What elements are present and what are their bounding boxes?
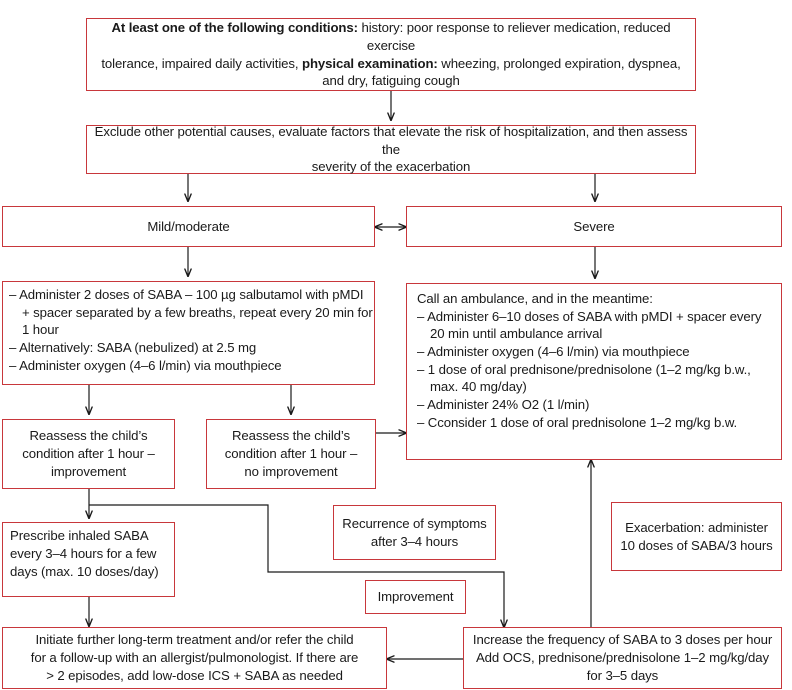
severe-treatment-box: Call an ambulance, and in the meantime: … xyxy=(406,283,782,460)
prescribe-line: every 3–4 hours for a few xyxy=(10,546,157,562)
exacerbation-line: Exacerbation: administer xyxy=(625,519,768,535)
mild-treatment-line: – Administer oxygen (4–6 l/min) via mout… xyxy=(9,357,282,373)
mild-moderate-box: Mild/moderate xyxy=(2,206,375,247)
initiate-box: Initiate further long-term treatment and… xyxy=(2,627,387,689)
mild-treatment-line: – Alternatively: SABA (nebulized) at 2.5… xyxy=(9,340,257,356)
conditions-bold-1: At least one of the following conditions… xyxy=(111,20,358,36)
increase-line: Add OCS, prednisone/prednisolone 1–2 mg/… xyxy=(475,650,770,666)
prescribe-box: Prescribe inhaled SABA every 3–4 hours f… xyxy=(2,522,175,597)
initiate-line: > 2 episodes, add low-dose ICS + SABA as… xyxy=(46,667,343,683)
exacerbation-line: 10 doses of SABA/3 hours xyxy=(620,537,773,553)
mild-moderate-label: Mild/moderate xyxy=(147,218,230,234)
exacerbation-box: Exacerbation: administer 10 doses of SAB… xyxy=(611,502,782,571)
conditions-text-2: tolerance, impaired daily activities, xyxy=(101,55,303,71)
recurrence-box: Recurrence of symptoms after 3–4 hours xyxy=(333,505,496,560)
increase-box: Increase the frequency of SABA to 3 dose… xyxy=(463,627,782,689)
mild-treatment-line: 1 hour xyxy=(22,322,59,338)
recurrence-line: after 3–4 hours xyxy=(370,533,459,549)
exclude-line-1: Exclude other potential causes, evaluate… xyxy=(94,123,688,157)
severe-treatment-line: max. 40 mg/day) xyxy=(430,379,527,395)
reassess-improvement-box: Reassess the child’s condition after 1 h… xyxy=(2,419,175,489)
exclude-box: Exclude other potential causes, evaluate… xyxy=(86,123,696,175)
severe-label: Severe xyxy=(573,218,615,234)
severe-treatment-line: – Administer 6–10 doses of SABA with pMD… xyxy=(417,308,762,324)
mild-treatment-line: + spacer separated by a few breaths, rep… xyxy=(22,304,373,320)
reassess-no-improvement-line: no improvement xyxy=(244,463,338,479)
mild-treatment-line: – Administer 2 doses of SABA – 100 µg sa… xyxy=(9,287,364,302)
initiate-line: Initiate further long-term treatment and… xyxy=(35,632,354,648)
reassess-no-improvement-box: Reassess the child’s condition after 1 h… xyxy=(206,419,376,489)
reassess-no-improvement-line: Reassess the child’s xyxy=(232,428,350,444)
prescribe-line: days (max. 10 doses/day) xyxy=(10,564,159,580)
arrow-reassess-to-increase xyxy=(89,504,504,627)
severe-treatment-intro: Call an ambulance, and in the meantime: xyxy=(417,291,653,306)
conditions-box: At least one of the following conditions… xyxy=(86,18,696,91)
improvement-box: Improvement xyxy=(365,580,466,614)
increase-line: Increase the frequency of SABA to 3 dose… xyxy=(472,632,773,648)
severe-treatment-line: – Administer 24% O2 (1 l/min) xyxy=(417,397,590,413)
increase-line: for 3–5 days xyxy=(586,667,659,683)
reassess-improvement-line: condition after 1 hour – xyxy=(22,446,155,462)
severe-box: Severe xyxy=(406,206,782,247)
improvement-label: Improvement xyxy=(377,589,454,605)
severe-treatment-line: – 1 dose of oral prednisone/prednisolone… xyxy=(417,361,751,377)
conditions-text-3: wheezing, prolonged expiration, dyspnea, xyxy=(437,55,681,71)
mild-treatment-box: – Administer 2 doses of SABA – 100 µg sa… xyxy=(2,281,375,385)
conditions-text-1: history: poor response to reliever medic… xyxy=(357,20,671,53)
exclude-line-2: severity of the exacerbation xyxy=(311,159,471,175)
conditions-bold-2: physical examination: xyxy=(302,55,438,71)
initiate-line: for a follow-up with an allergist/pulmon… xyxy=(30,650,359,666)
severe-treatment-line: 20 min until ambulance arrival xyxy=(430,326,603,342)
conditions-text-4: and dry, fatiguing cough xyxy=(322,73,460,89)
recurrence-line: Recurrence of symptoms xyxy=(342,515,487,531)
reassess-no-improvement-line: condition after 1 hour – xyxy=(224,446,358,462)
severe-treatment-line: – Cconsider 1 dose of oral prednisolone … xyxy=(417,414,738,430)
reassess-improvement-line: Reassess the child’s xyxy=(29,428,148,444)
prescribe-line: Prescribe inhaled SABA xyxy=(10,528,149,543)
reassess-improvement-line: improvement xyxy=(50,463,127,479)
severe-treatment-line: – Administer oxygen (4–6 l/min) via mout… xyxy=(417,344,690,360)
